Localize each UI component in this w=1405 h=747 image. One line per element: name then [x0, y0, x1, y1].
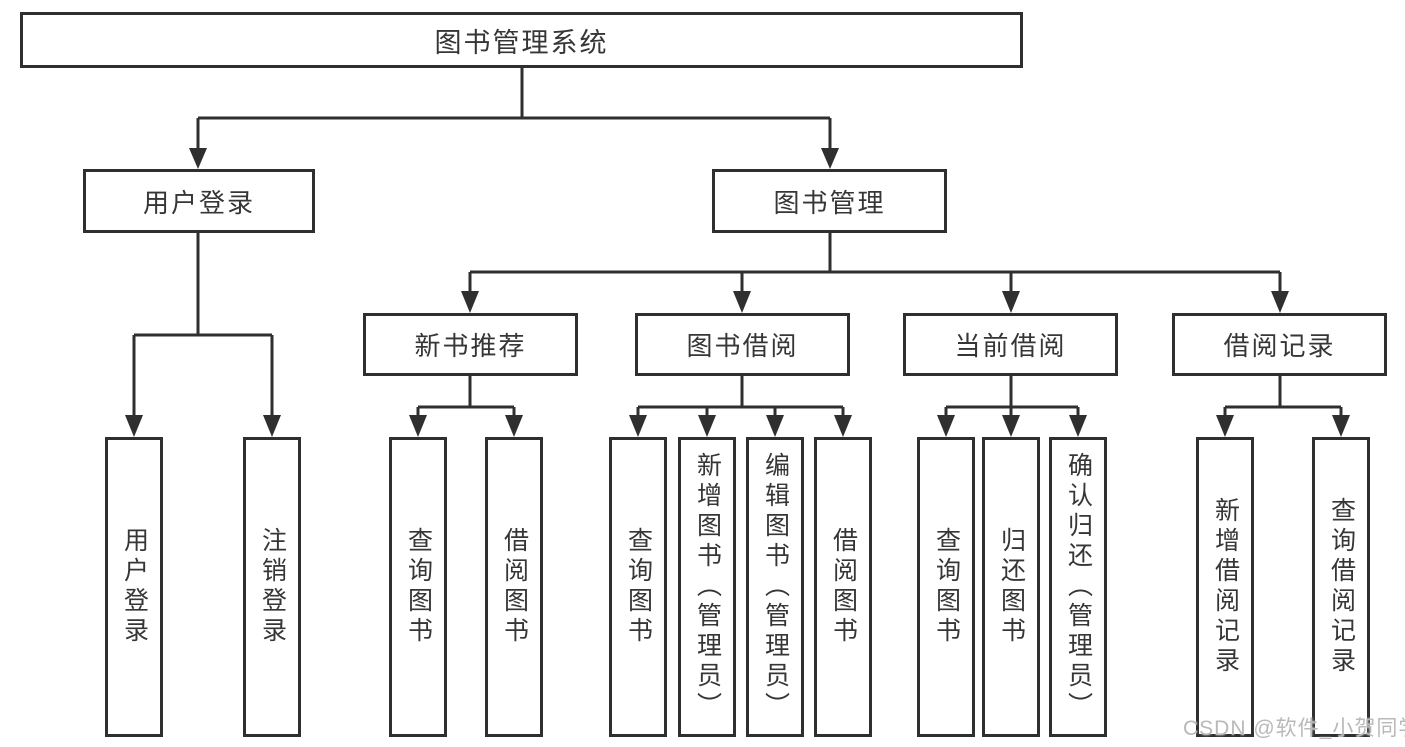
leaf-query-books-recommend: 查询图书 — [389, 437, 447, 737]
node-user-login: 用户登录 — [83, 169, 315, 233]
node-book-management: 图书管理 — [712, 169, 947, 233]
leaf-add-books-admin: 新增图书（管理员） — [678, 437, 736, 737]
leaf-query-books-current: 查询图书 — [917, 437, 975, 737]
leaf-query-borrow-record: 查询借阅记录 — [1312, 437, 1370, 737]
leaf-user-login: 用户登录 — [105, 437, 163, 737]
leaf-borrow-books-borrowing: 借阅图书 — [814, 437, 872, 737]
leaf-borrow-books-recommend: 借阅图书 — [485, 437, 543, 737]
leaf-logout: 注销登录 — [243, 437, 301, 737]
node-new-book-recommendation: 新书推荐 — [363, 313, 578, 376]
node-book-borrowing: 图书借阅 — [635, 313, 850, 376]
leaf-add-borrow-record: 新增借阅记录 — [1196, 437, 1254, 737]
leaf-return-books: 归还图书 — [982, 437, 1040, 737]
node-current-borrowing: 当前借阅 — [903, 313, 1118, 376]
leaf-edit-books-admin: 编辑图书（管理员） — [746, 437, 804, 737]
node-library-management-system: 图书管理系统 — [20, 12, 1023, 68]
leaf-query-books-borrowing: 查询图书 — [609, 437, 667, 737]
csdn-watermark: CSDN @软件_小贺同学 — [1183, 717, 1405, 740]
node-borrowing-records: 借阅记录 — [1172, 313, 1387, 376]
leaf-confirm-return-admin: 确认归还（管理员） — [1049, 437, 1107, 737]
